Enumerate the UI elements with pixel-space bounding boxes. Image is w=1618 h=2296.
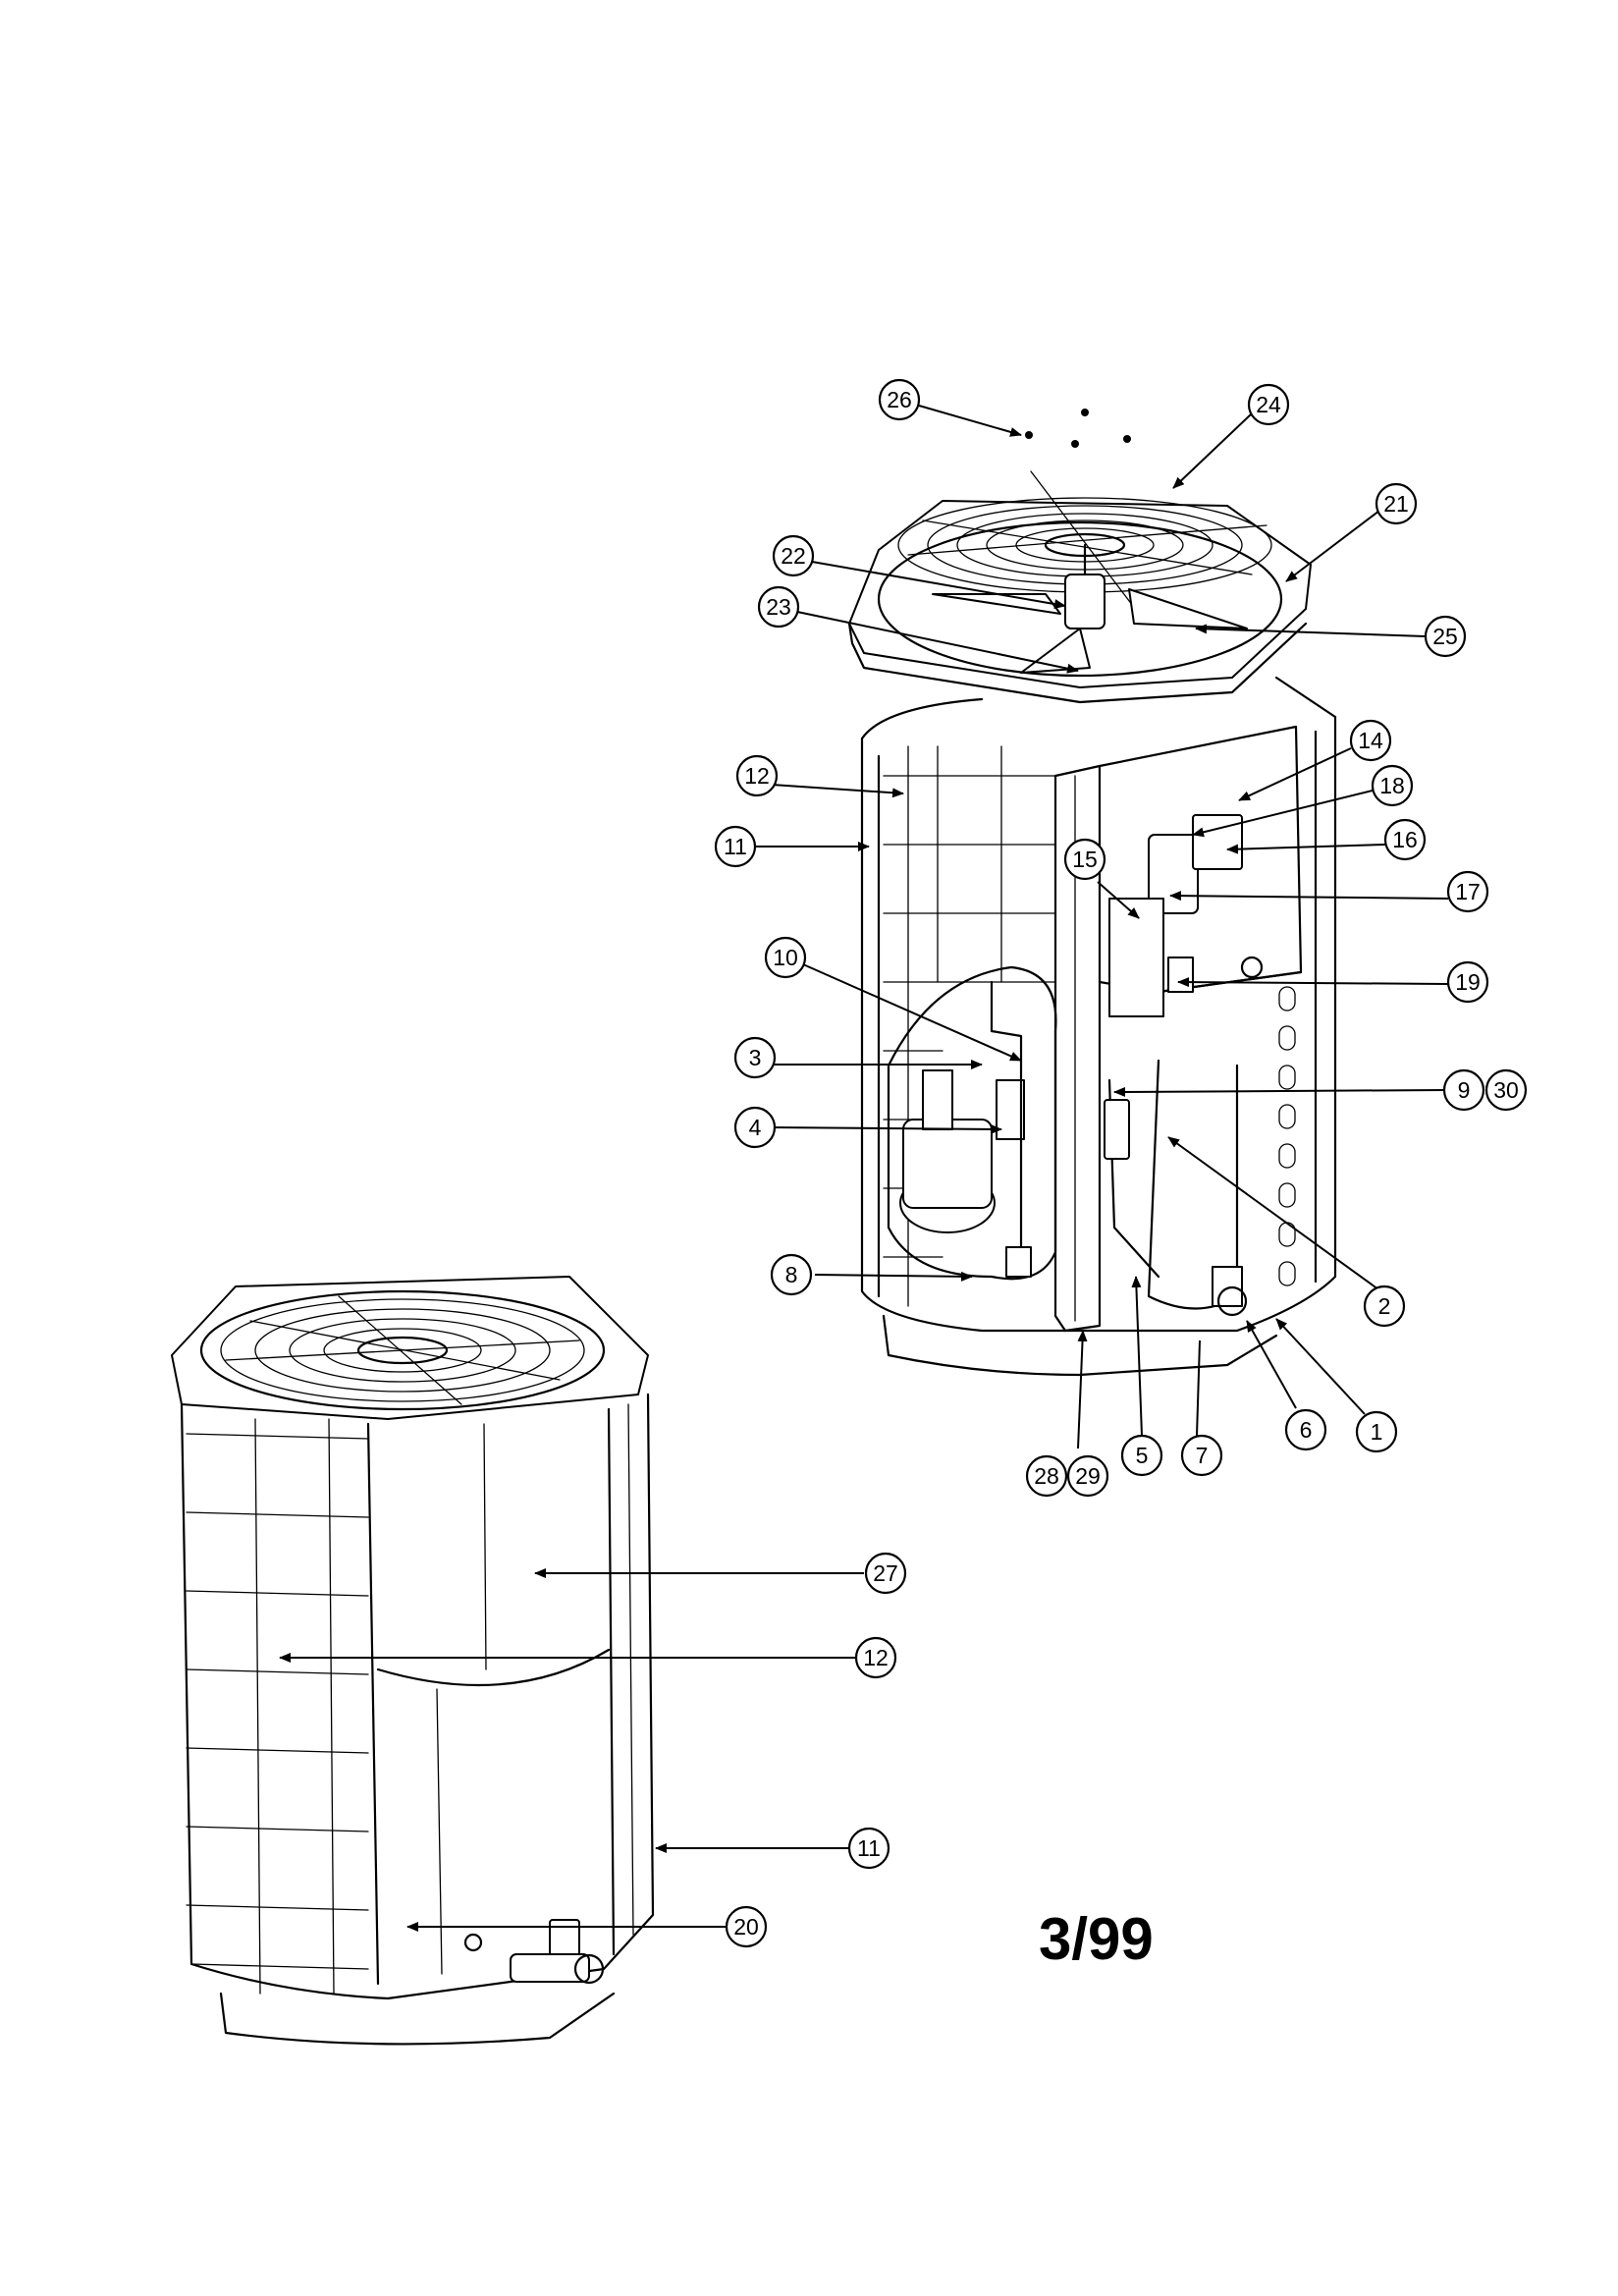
callout-20: 20	[725, 1905, 768, 1948]
svg-text:8: 8	[785, 1262, 798, 1287]
svg-text:23: 23	[766, 594, 791, 620]
callout-24: 24	[1247, 383, 1290, 426]
callout-9: 9	[1442, 1068, 1485, 1112]
svg-text:2: 2	[1378, 1293, 1391, 1319]
callout-18: 18	[1371, 764, 1414, 807]
callout-23: 23	[757, 585, 800, 629]
cabinet-body-drawing	[860, 676, 1337, 1377]
svg-text:20: 20	[733, 1914, 759, 1940]
svg-text:30: 30	[1493, 1077, 1519, 1103]
callout-17: 17	[1446, 870, 1489, 913]
callout-19: 19	[1446, 960, 1489, 1004]
date-code: 3/99	[1039, 1906, 1154, 1972]
callout-16: 16	[1383, 818, 1427, 861]
service-valves-drawing	[463, 1919, 605, 1985]
svg-text:25: 25	[1432, 624, 1458, 649]
leader-lines	[279, 405, 1449, 1932]
svg-text:24: 24	[1256, 392, 1281, 417]
svg-text:14: 14	[1358, 728, 1383, 753]
assembled-fan-grille-drawing	[220, 1295, 585, 1405]
compressor-cutout-drawing	[887, 965, 1248, 1317]
callout-27: 27	[864, 1552, 907, 1595]
callout-12-assembled: 12	[854, 1636, 897, 1679]
svg-text:27: 27	[873, 1560, 898, 1586]
callout-26: 26	[878, 378, 921, 421]
callout-22: 22	[772, 534, 815, 577]
svg-text:26: 26	[887, 387, 912, 412]
svg-text:3: 3	[749, 1045, 762, 1070]
assembled-unit-drawing	[171, 1276, 655, 2046]
callout-29: 29	[1066, 1454, 1109, 1498]
callout-11-exploded: 11	[714, 825, 757, 868]
svg-text:11: 11	[857, 1835, 881, 1861]
right-coil-drawing	[1278, 986, 1296, 1286]
svg-text:5: 5	[1136, 1443, 1149, 1468]
svg-text:22: 22	[781, 543, 806, 569]
callout-8: 8	[770, 1253, 813, 1296]
svg-text:19: 19	[1455, 969, 1481, 995]
svg-text:10: 10	[773, 945, 798, 970]
callout-4: 4	[733, 1106, 777, 1149]
callout-15: 15	[1063, 838, 1106, 881]
callout-12-exploded: 12	[735, 754, 779, 797]
svg-text:15: 15	[1072, 847, 1098, 872]
callout-1: 1	[1355, 1410, 1398, 1453]
assembled-coil-grid-drawing	[186, 1418, 369, 1995]
callout-28: 28	[1025, 1454, 1068, 1498]
svg-text:6: 6	[1300, 1417, 1313, 1443]
svg-text:4: 4	[749, 1115, 762, 1140]
callout-21: 21	[1375, 482, 1418, 525]
svg-text:18: 18	[1379, 773, 1405, 798]
callout-6: 6	[1284, 1408, 1327, 1451]
svg-text:11: 11	[724, 834, 747, 859]
callout-5: 5	[1120, 1434, 1163, 1477]
screws-drawing	[1025, 409, 1131, 448]
control-box-drawing	[1098, 725, 1303, 1017]
callout-7: 7	[1180, 1434, 1223, 1477]
callout-2: 2	[1363, 1285, 1406, 1328]
svg-text:21: 21	[1383, 491, 1409, 517]
svg-text:12: 12	[863, 1645, 889, 1670]
callout-3: 3	[733, 1036, 777, 1079]
callout-10: 10	[764, 936, 807, 979]
exploded-unit-drawing	[847, 409, 1337, 1377]
svg-text:29: 29	[1075, 1463, 1101, 1489]
callout-30: 30	[1484, 1068, 1528, 1112]
callout-14: 14	[1349, 719, 1392, 762]
svg-text:17: 17	[1455, 879, 1481, 904]
svg-text:7: 7	[1196, 1443, 1209, 1468]
svg-text:9: 9	[1458, 1077, 1471, 1103]
svg-text:1: 1	[1371, 1419, 1383, 1445]
svg-text:28: 28	[1034, 1463, 1059, 1489]
callout-25: 25	[1424, 615, 1467, 658]
callout-11-assembled: 11	[847, 1827, 890, 1870]
svg-text:12: 12	[744, 763, 770, 789]
svg-text:16: 16	[1392, 827, 1418, 852]
